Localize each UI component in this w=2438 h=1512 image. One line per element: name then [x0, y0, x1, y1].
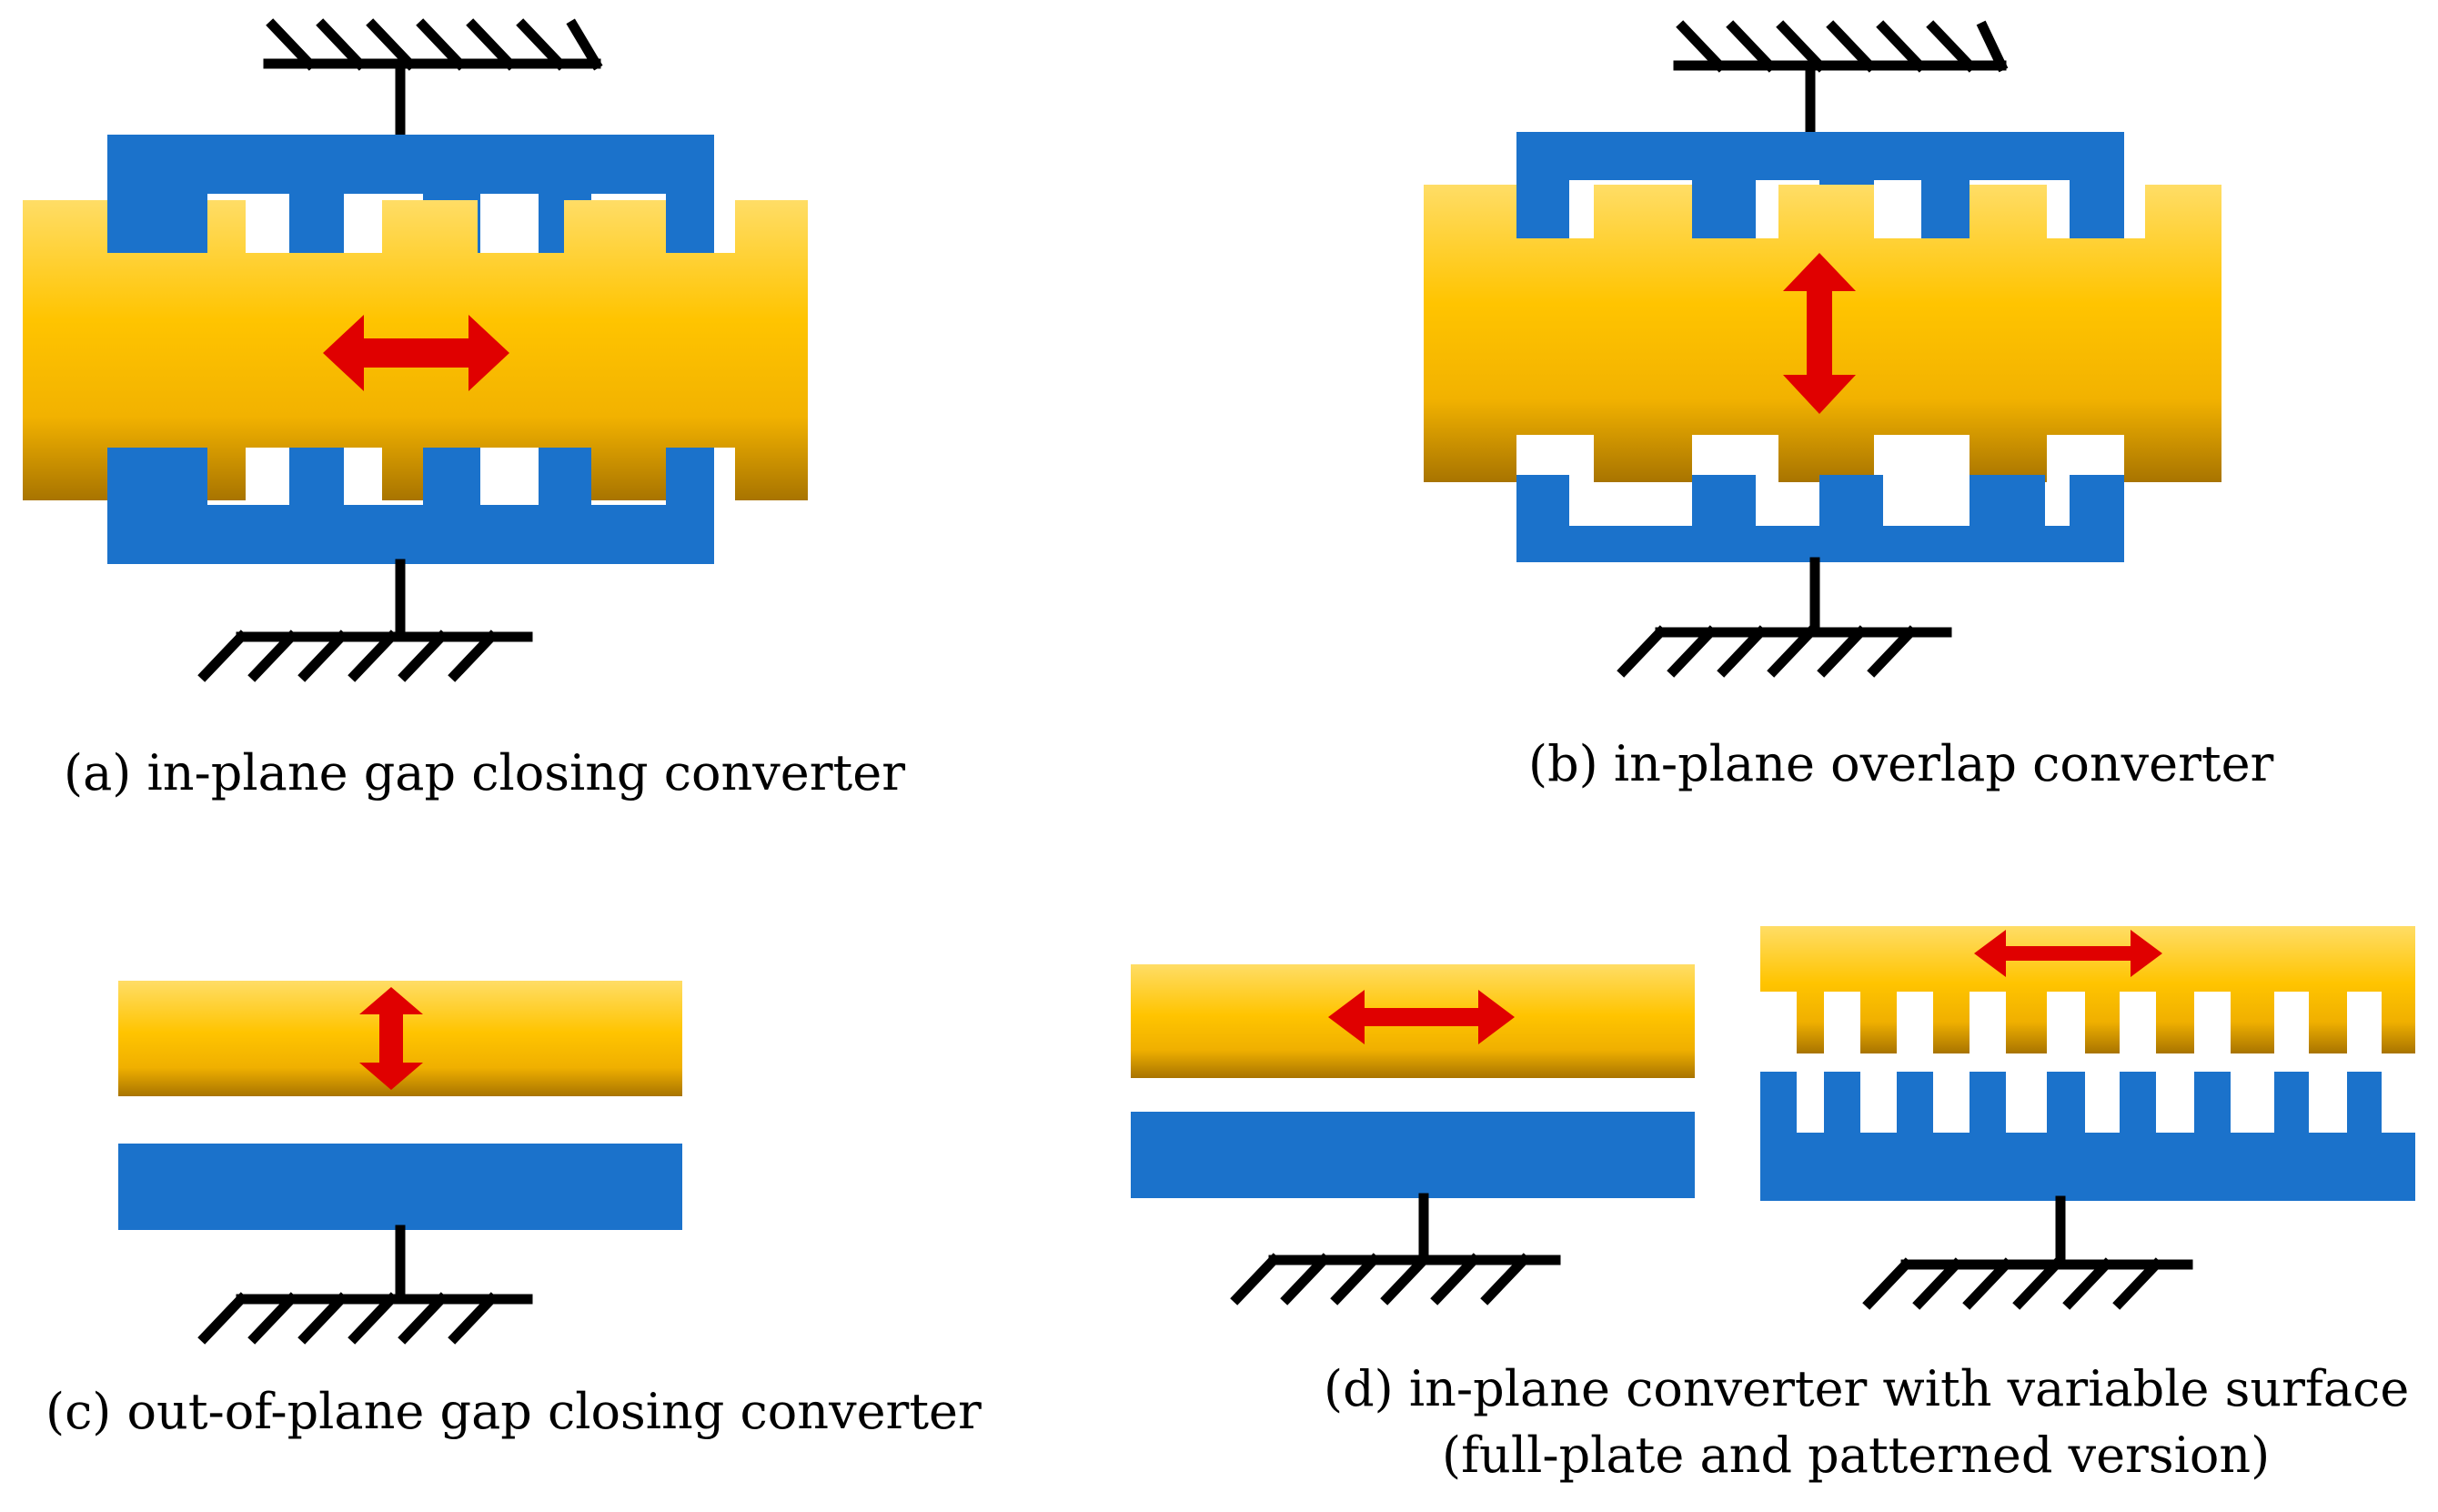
- caption-d-line1: (d) in-plane converter with variable sur…: [1324, 1360, 2409, 1417]
- caption-a: (a) in-plane gap closing converter: [64, 744, 905, 801]
- double-arrow-horizontal-icon: [1974, 930, 2162, 977]
- ground-anchor-icon: [263, 18, 603, 142]
- caption-b: (b) in-plane overlap converter: [1528, 735, 2274, 792]
- fixed-electrode-patterned: [1760, 1072, 2415, 1201]
- double-arrow-vertical-icon: [1783, 253, 1856, 414]
- ground-anchor-icon: [1673, 20, 2009, 140]
- double-arrow-vertical-icon: [359, 987, 423, 1090]
- ground-anchor-icon: [1862, 1195, 2193, 1310]
- double-arrow-horizontal-icon: [1328, 990, 1515, 1044]
- caption-d-line2: (full-plate and patterned version): [1442, 1426, 2270, 1484]
- ground-anchor-icon: [1230, 1193, 1561, 1305]
- caption-c: (c) out-of-plane gap closing converter: [45, 1383, 982, 1440]
- panel-d: (d) in-plane converter with variable sur…: [1131, 926, 2415, 1484]
- fixed-electrode-bottom: [107, 448, 714, 564]
- moving-electrode-patterned: [1760, 926, 2415, 1053]
- fixed-electrode-full-plate: [1131, 1112, 1695, 1198]
- ground-anchor-icon: [197, 559, 533, 682]
- panel-b: (b) in-plane overlap converter: [1424, 20, 2274, 792]
- ground-anchor-icon: [197, 1225, 533, 1345]
- panel-a: (a) in-plane gap closing converter: [23, 18, 905, 801]
- fixed-electrode: [118, 1144, 682, 1230]
- ground-anchor-icon: [1617, 557, 1952, 678]
- fixed-electrode-bottom: [1516, 475, 2124, 562]
- panel-c: (c) out-of-plane gap closing converter: [45, 981, 982, 1440]
- fixed-electrode-top: [107, 135, 714, 253]
- double-arrow-horizontal-icon: [323, 315, 509, 391]
